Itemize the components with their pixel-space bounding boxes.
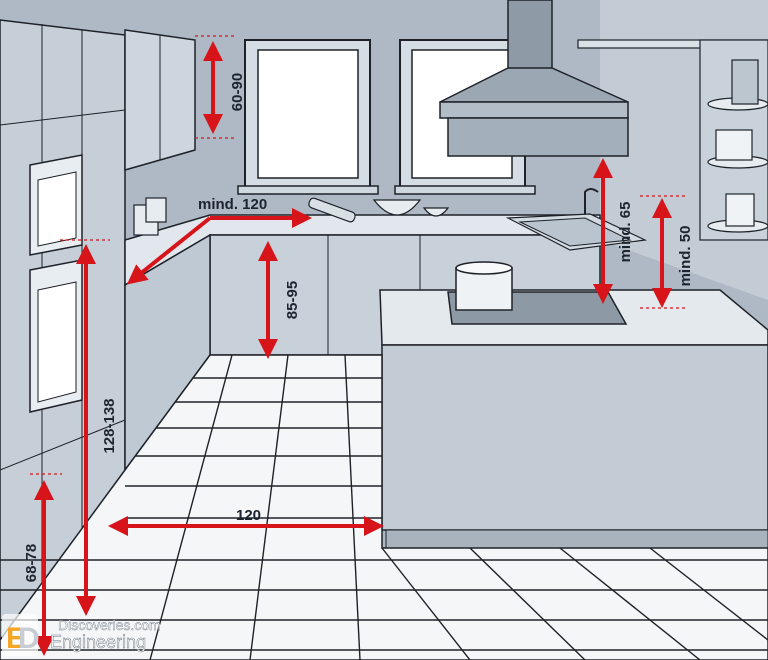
island xyxy=(379,261,768,549)
grout-line xyxy=(559,547,701,660)
watermark-line-1: Discoveries.com xyxy=(58,617,161,633)
label-low-appliance-height: 68-78 xyxy=(23,544,40,582)
grout-line xyxy=(149,354,233,660)
grout-line xyxy=(649,547,768,641)
grout-line xyxy=(249,354,289,660)
dimension-labels: 60-90 mind. 120 85-95 mind. 65 mind. 50 … xyxy=(23,73,694,582)
engineering-discoveries-logo: E D xyxy=(2,614,40,656)
floor-grout-lines xyxy=(0,354,768,660)
arrow-corner-depth-side xyxy=(126,216,212,285)
svg-text:E: E xyxy=(6,622,26,655)
label-island-clearance: mind. 50 xyxy=(677,226,694,287)
grout-line xyxy=(469,547,586,660)
watermark: E D Discoveries.com Engineering xyxy=(2,614,161,656)
label-floor-aisle: 120 xyxy=(236,507,261,524)
counter-items xyxy=(133,197,450,236)
watermark-line-2: Engineering xyxy=(50,632,146,652)
corner-shelves xyxy=(577,39,768,241)
grout-line xyxy=(344,354,361,660)
label-wall-cabinet-gap: 60-90 xyxy=(229,73,246,111)
label-hood-clearance: mind. 65 xyxy=(617,202,634,263)
label-corner-depth: mind. 120 xyxy=(198,196,267,213)
svg-text:D: D xyxy=(18,622,40,655)
window-left xyxy=(237,39,379,195)
label-counter-height: 85-95 xyxy=(284,281,301,319)
grout-line xyxy=(381,547,471,660)
wall-cabinets xyxy=(124,29,196,171)
range-hood xyxy=(439,0,629,157)
dimension-arrows xyxy=(30,35,685,656)
label-oven-tower-height: 128-138 xyxy=(101,398,118,453)
